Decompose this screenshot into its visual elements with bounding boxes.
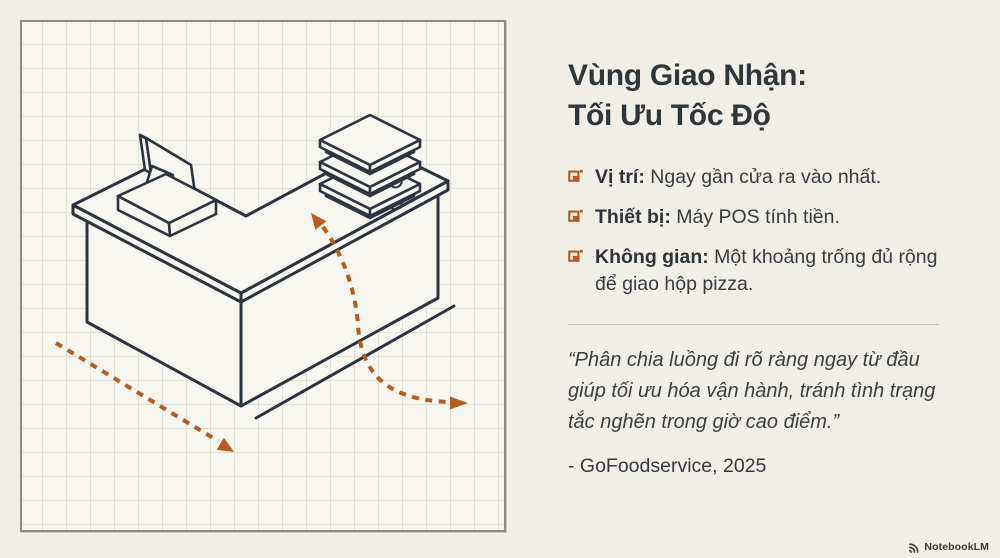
bullet-label: Vị trí: xyxy=(595,166,645,188)
pizza-box-stack xyxy=(318,113,422,220)
pos-terminal xyxy=(116,133,218,238)
flow-arrow-straight xyxy=(54,341,220,443)
pos-base xyxy=(116,172,218,238)
bullet-text: Vị trí: Ngay gần cửa ra vào nhất. xyxy=(595,164,940,191)
bullet-label: Thiết bị: xyxy=(595,206,671,228)
notebooklm-brand: NotebookLM xyxy=(907,540,989,553)
counter-illustration xyxy=(54,113,468,452)
bullet-body: Một khoảng trống đủ rộng để giao hộp piz… xyxy=(595,246,938,295)
bullet-text: Thiết bị: Máy POS tính tiền. xyxy=(595,204,940,231)
list-item: Thiết bị: Máy POS tính tiền. xyxy=(568,204,960,231)
arrowhead xyxy=(450,396,468,410)
list-item: Không gian: Một khoảng trống đủ rộng để … xyxy=(568,244,960,298)
bullet-label: Không gian: xyxy=(595,246,709,268)
divider xyxy=(568,324,939,325)
corner-frame-bullet-icon xyxy=(568,209,583,222)
list-item: Vị trí: Ngay gần cửa ra vào nhất. xyxy=(568,164,960,191)
title-line-2: Tối Ưu Tốc Độ xyxy=(568,99,771,132)
notebooklm-logo-icon xyxy=(909,543,919,553)
corner-frame-bullet-icon xyxy=(568,169,583,182)
arrowhead xyxy=(311,213,327,230)
corner-frame-bullet-icon xyxy=(568,249,583,262)
title-line-1: Vùng Giao Nhận: xyxy=(568,59,807,92)
flow-arrow-curved xyxy=(321,225,451,404)
floor-line xyxy=(254,304,456,420)
pizza-box xyxy=(318,113,422,176)
quote-text: “Phân chia luồng đi rõ ràng ngay từ đầu … xyxy=(568,349,936,433)
page-title: Vùng Giao Nhận: Tối Ưu Tốc Độ xyxy=(568,56,960,136)
bullet-list: Vị trí: Ngay gần cửa ra vào nhất. Thiết … xyxy=(568,164,960,298)
flow-arrows xyxy=(54,213,468,452)
bullet-text: Không gian: Một khoảng trống đủ rộng để … xyxy=(595,244,940,298)
quote-attribution: - GoFoodservice, 2025 xyxy=(568,455,767,477)
content-column: Vùng Giao Nhận: Tối Ưu Tốc Độ Vị trí: Ng… xyxy=(568,56,960,478)
brand-label: NotebookLM xyxy=(924,540,989,553)
sketch-panel xyxy=(20,20,506,532)
arrowhead xyxy=(216,437,234,452)
bullet-body: Ngay gần cửa ra vào nhất. xyxy=(644,166,882,188)
bullet-body: Máy POS tính tiền. xyxy=(670,206,840,228)
